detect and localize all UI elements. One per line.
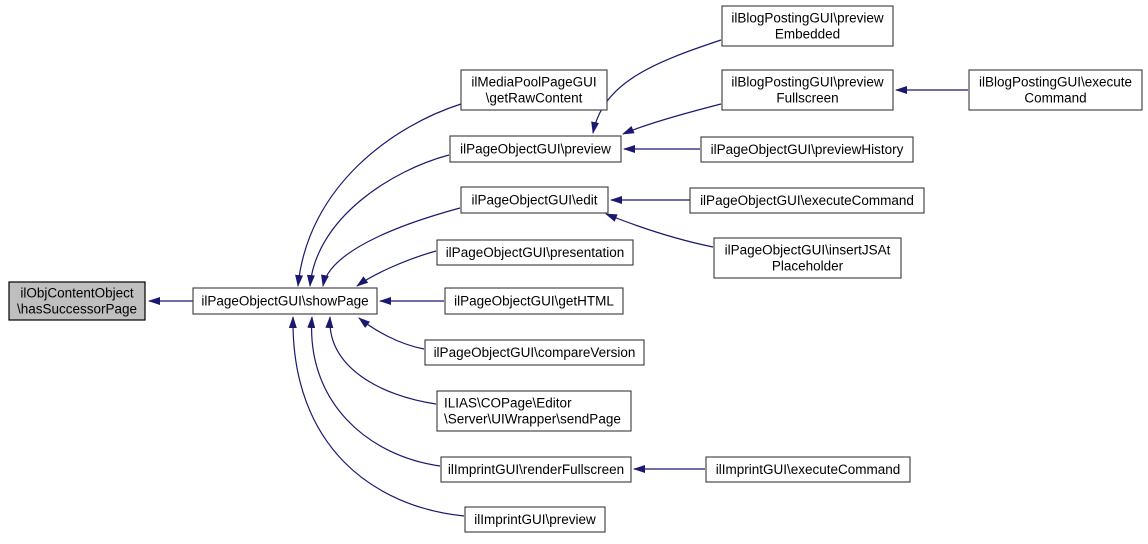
- node-box-showPage: [192, 287, 378, 315]
- node-label-previewFullscreen-line0: ilBlogPostingGUI\preview: [731, 75, 884, 90]
- node-label-renderFullscreen-line0: ilImprintGUI\renderFullscreen: [448, 462, 624, 477]
- node-box-pageExecuteCommand: [689, 187, 925, 214]
- node-box-previewEmbedded: [721, 5, 894, 47]
- node-hasSuccessorPage: ilObjContentObject\hasSuccessorPage: [8, 281, 146, 321]
- node-box-sendPage: [436, 390, 632, 432]
- edges-layer: [148, 39, 968, 517]
- node-getRawContent[interactable]: ilMediaPoolPageGUI\getRawContent: [460, 69, 608, 111]
- edge-previewFullscreen-to-preview: [622, 103, 722, 135]
- node-box-getRawContent: [460, 69, 608, 111]
- node-box-presentation: [436, 239, 634, 266]
- edge-presentation-to-showPage: [356, 250, 437, 287]
- node-box-getHTML: [444, 287, 624, 315]
- node-imprintPreview[interactable]: ilImprintGUI\preview: [464, 506, 606, 533]
- node-label-previewHistory-line0: ilPageObjectGUI\previewHistory: [711, 142, 904, 157]
- node-imprintExecuteCommand[interactable]: ilImprintGUI\executeCommand: [705, 456, 911, 483]
- nodes-layer: ilObjContentObject\hasSuccessorPage ilPag…: [8, 5, 1143, 533]
- edge-compareVersion-to-showPage: [358, 317, 425, 350]
- node-label-blogExecuteCommand-line1: Command: [1024, 91, 1086, 106]
- node-box-imprintPreview: [464, 506, 606, 533]
- edge-preview-to-showPage: [306, 154, 450, 287]
- node-box-edit: [460, 186, 609, 214]
- node-label-blogExecuteCommand-line0: ilBlogPostingGUI\execute: [979, 75, 1132, 90]
- node-getHTML[interactable]: ilPageObjectGUI\getHTML: [444, 287, 624, 315]
- edge-insertJSAtPlaceholder-to-edit: [605, 213, 714, 248]
- node-box-hasSuccessorPage: [8, 281, 146, 321]
- node-label-hasSuccessorPage-line1: \hasSuccessorPage: [17, 302, 137, 317]
- node-label-insertJSAtPlaceholder-line1: Placeholder: [772, 259, 844, 274]
- node-showPage[interactable]: ilPageObjectGUI\showPage: [192, 287, 378, 315]
- node-blogExecuteCommand[interactable]: ilBlogPostingGUI\executeCommand: [968, 69, 1143, 111]
- node-box-preview: [449, 135, 622, 163]
- node-label-getHTML-line0: ilPageObjectGUI\getHTML: [454, 294, 614, 309]
- node-box-previewHistory: [700, 136, 914, 163]
- edge-imprintPreview-to-showPage: [288, 316, 465, 517]
- node-box-compareVersion: [424, 339, 645, 366]
- node-label-showPage-line0: ilPageObjectGUI\showPage: [201, 294, 368, 309]
- node-box-blogExecuteCommand: [968, 69, 1143, 111]
- node-label-sendPage-line1: \Server\UIWrapper\sendPage: [444, 412, 621, 427]
- node-sendPage[interactable]: ILIAS\COPage\Editor\Server\UIWrapper\sen…: [436, 390, 632, 432]
- node-presentation[interactable]: ilPageObjectGUI\presentation: [436, 239, 634, 266]
- node-compareVersion[interactable]: ilPageObjectGUI\compareVersion: [424, 339, 645, 366]
- node-label-preview-line0: ilPageObjectGUI\preview: [460, 142, 611, 157]
- node-label-hasSuccessorPage-line0: ilObjContentObject: [20, 286, 134, 301]
- edge-getRawContent-to-showPage: [295, 103, 462, 287]
- node-box-renderFullscreen: [440, 456, 632, 483]
- node-label-pageExecuteCommand-line0: ilPageObjectGUI\executeCommand: [700, 193, 914, 208]
- node-edit[interactable]: ilPageObjectGUI\edit: [460, 186, 609, 214]
- node-label-getRawContent-line1: \getRawContent: [486, 91, 583, 106]
- node-label-getRawContent-line0: ilMediaPoolPageGUI: [471, 75, 596, 90]
- edge-previewEmbedded-to-preview: [591, 39, 722, 134]
- node-preview[interactable]: ilPageObjectGUI\preview: [449, 135, 622, 163]
- node-label-insertJSAtPlaceholder-line0: ilPageObjectGUI\insertJSAt: [725, 243, 891, 258]
- edge-edit-to-showPage: [321, 207, 461, 287]
- edge-sendPage-to-showPage: [325, 316, 437, 405]
- node-box-imprintExecuteCommand: [705, 456, 911, 483]
- node-label-edit-line0: ilPageObjectGUI\edit: [471, 193, 597, 208]
- node-label-previewFullscreen-line1: Fullscreen: [776, 91, 838, 106]
- node-label-compareVersion-line0: ilPageObjectGUI\compareVersion: [434, 345, 636, 360]
- node-label-presentation-line0: ilPageObjectGUI\presentation: [446, 245, 625, 260]
- node-box-insertJSAtPlaceholder: [713, 237, 902, 279]
- node-label-previewEmbedded-line0: ilBlogPostingGUI\preview: [731, 11, 884, 26]
- node-pageExecuteCommand[interactable]: ilPageObjectGUI\executeCommand: [689, 187, 925, 214]
- node-label-imprintPreview-line0: ilImprintGUI\preview: [474, 512, 596, 527]
- node-previewHistory[interactable]: ilPageObjectGUI\previewHistory: [700, 136, 914, 163]
- node-label-previewEmbedded-line1: Embedded: [775, 27, 840, 42]
- node-label-sendPage-line0: ILIAS\COPage\Editor: [444, 396, 572, 411]
- node-box-previewFullscreen: [721, 69, 894, 111]
- edge-renderFullscreen-to-showPage: [307, 316, 441, 467]
- node-renderFullscreen[interactable]: ilImprintGUI\renderFullscreen: [440, 456, 632, 483]
- node-label-imprintExecuteCommand-line0: ilImprintGUI\executeCommand: [716, 462, 901, 477]
